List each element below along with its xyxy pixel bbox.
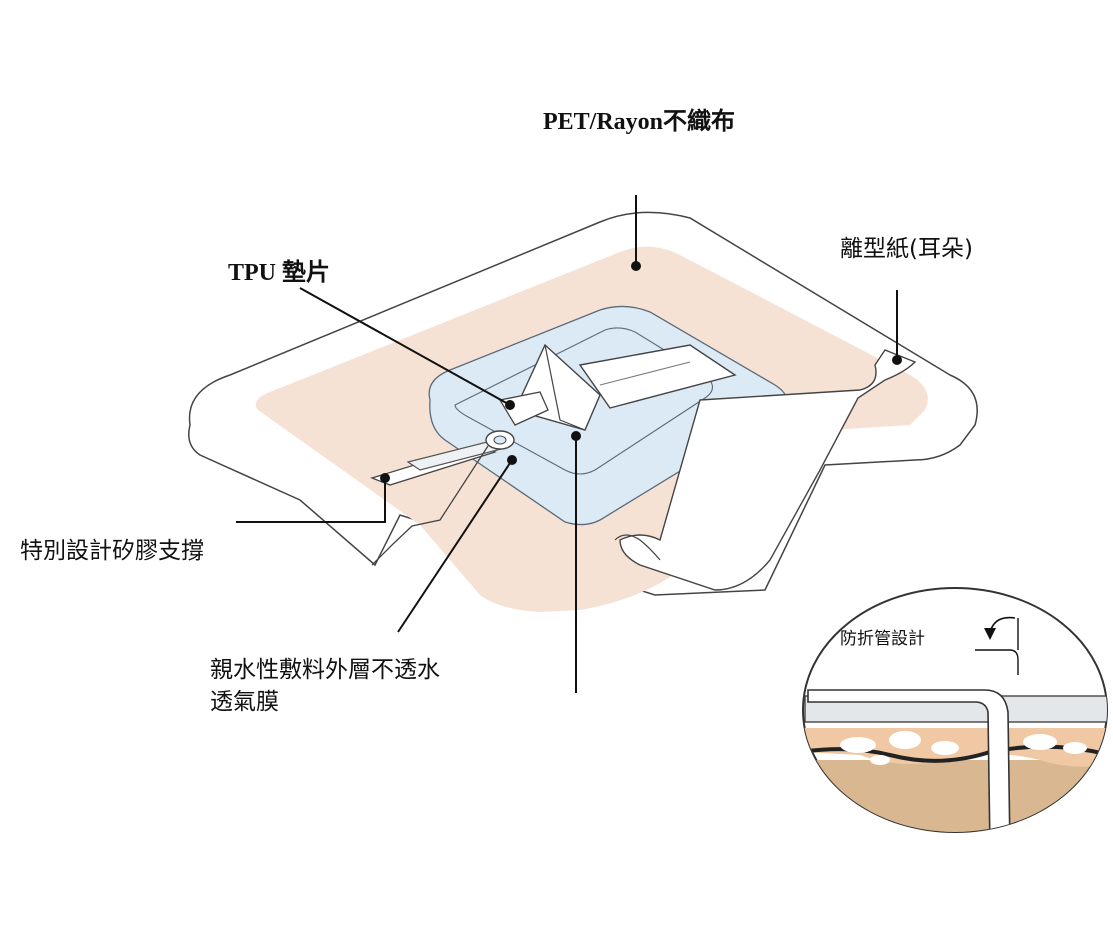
tpu-ring-inner	[493, 435, 507, 445]
dot-film	[507, 455, 517, 465]
dot-tent	[571, 431, 581, 441]
tube-body	[371, 445, 489, 566]
label-tpu-pad: TPU 墊片	[228, 260, 330, 286]
bridge-flap	[578, 344, 737, 409]
dot-silicone	[380, 473, 390, 483]
bridge-flap-line	[599, 361, 691, 386]
label-release-paper: 離型紙(耳朵)	[840, 236, 973, 262]
label-anti-kink: 防折管設計	[840, 629, 925, 649]
release-paper-curl	[619, 349, 917, 591]
inset-foam-base	[803, 760, 1107, 832]
dot-pet-rayon	[631, 261, 641, 271]
dot-tpu-pad	[505, 400, 515, 410]
inset-tube	[807, 689, 1011, 832]
inset-arrow-head-icon	[984, 628, 996, 640]
leader-silicone	[236, 478, 386, 523]
release-paper-curl-edge	[614, 534, 661, 561]
leader-lines	[236, 195, 898, 693]
film-inner-outline	[454, 327, 714, 475]
bridge-tent-side	[544, 344, 586, 431]
inset-kink-symbol	[975, 618, 1019, 675]
leader-film	[397, 459, 513, 633]
label-silicone-support: 特別設計矽膠支撐	[20, 538, 204, 564]
label-pet-rayon: PET/Rayon不織布	[543, 109, 736, 135]
tube-elbow	[498, 391, 549, 426]
leader-dots	[380, 261, 902, 483]
leader-tpu-pad	[299, 287, 511, 406]
label-film-line1: 親水性敷料外層不透水	[210, 657, 440, 683]
dot-release-paper	[892, 355, 902, 365]
inset-foam-bubbles	[840, 731, 1087, 765]
label-film-line2: 透氣膜	[210, 689, 279, 715]
